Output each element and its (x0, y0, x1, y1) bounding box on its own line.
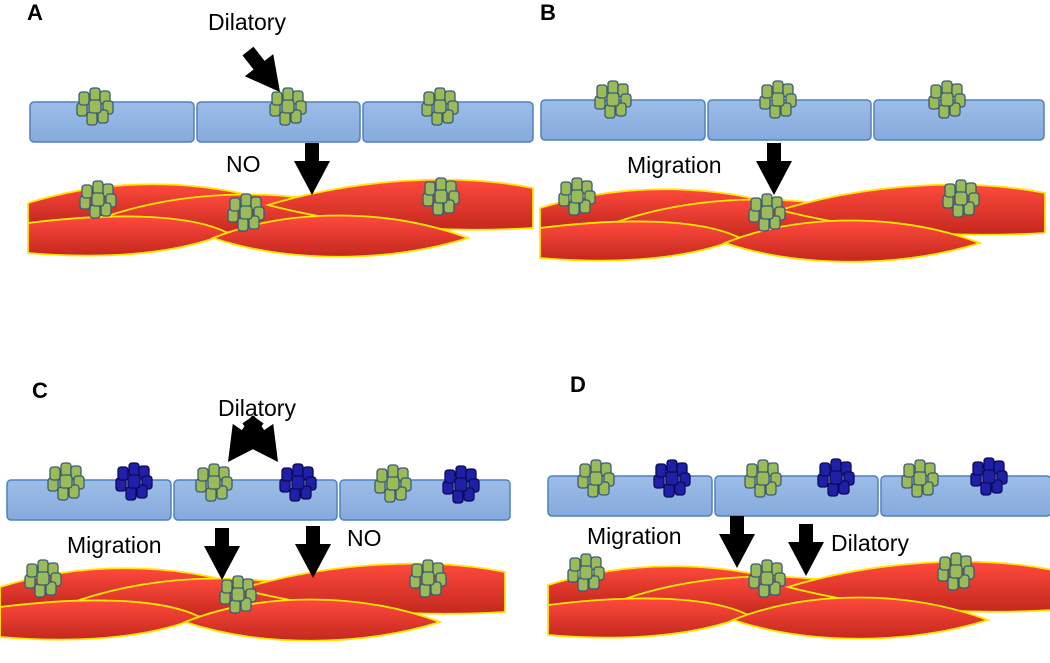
label-no: NO (226, 151, 261, 177)
label-dilatory: Dilatory (218, 395, 296, 421)
panel-d: D Migration Dilatory (547, 372, 1050, 640)
label-migration: Migration (587, 523, 682, 549)
label-migration: Migration (67, 532, 162, 558)
arrow-down-icon (204, 528, 240, 580)
panel-letter-b: B (540, 0, 556, 25)
panel-letter-c: C (32, 378, 48, 403)
smooth-muscle-layer (547, 560, 1050, 640)
label-dilatory: Dilatory (208, 9, 286, 35)
panel-letter-a: A (27, 0, 43, 25)
arrow-down-icon (788, 524, 824, 576)
panel-c: C Dilatory Migration NO (0, 378, 511, 642)
label-dilatory: Dilatory (831, 530, 909, 556)
panel-b: B Migration (539, 0, 1046, 263)
panel-a: A Dilatory NO (27, 0, 534, 258)
arrow-down-icon (719, 516, 755, 568)
arrow-down-icon (756, 143, 792, 195)
arrow-down-icon (294, 143, 330, 195)
label-no: NO (347, 525, 382, 551)
label-migration: Migration (627, 152, 722, 178)
panel-letter-d: D (570, 372, 586, 397)
